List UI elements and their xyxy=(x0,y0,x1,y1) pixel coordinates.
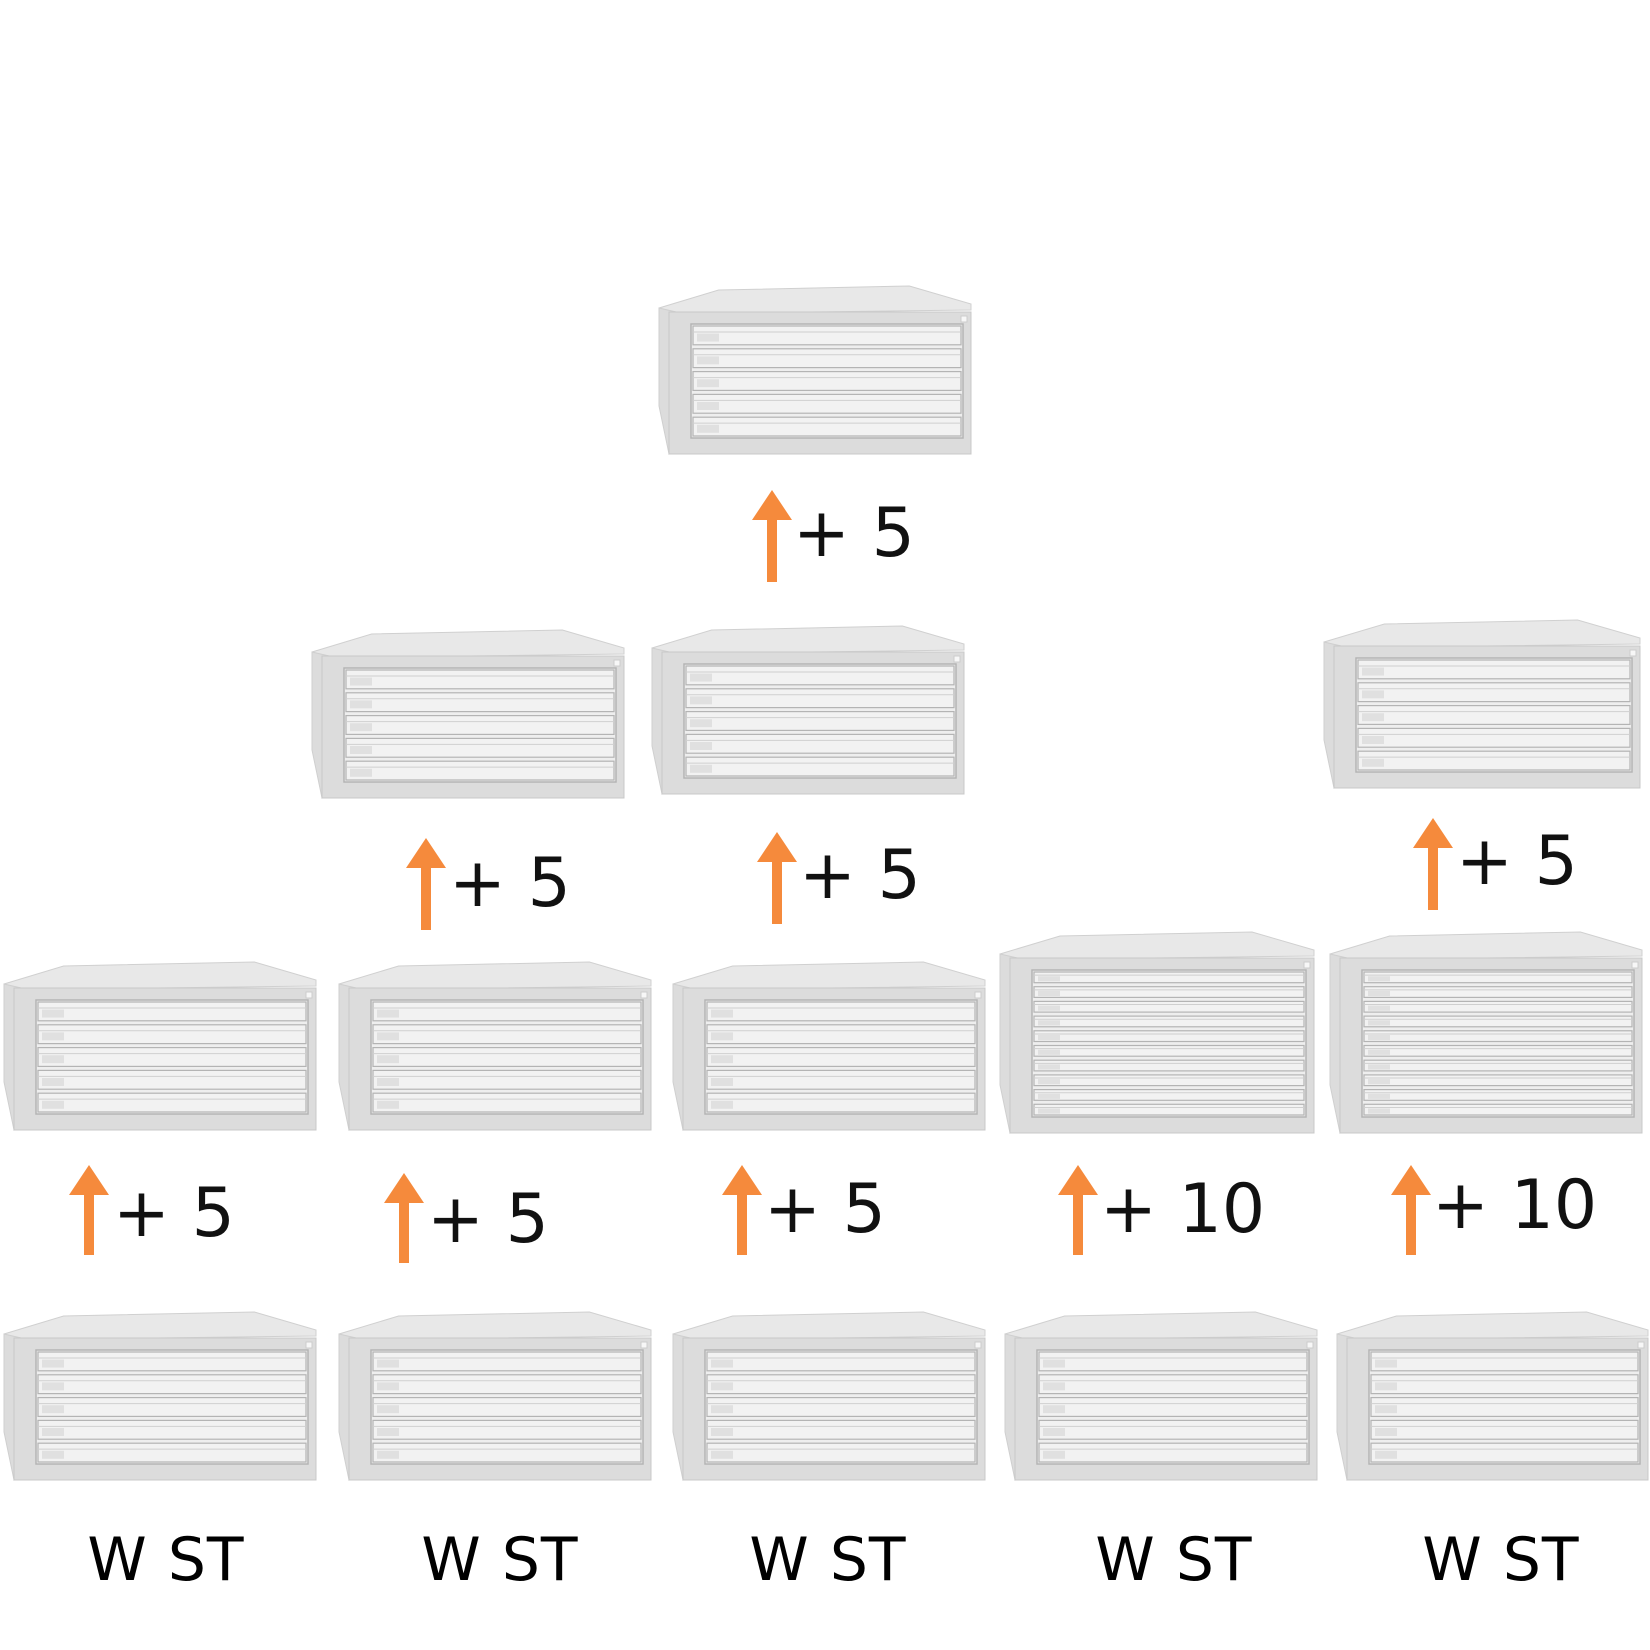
cabinet-base-5 xyxy=(1333,1310,1650,1482)
cabinet-middle-4-tall xyxy=(996,930,1316,1135)
cabinet-upper-3 xyxy=(1320,618,1642,790)
up-arrow-icon xyxy=(1411,818,1455,910)
cabinet-base-1 xyxy=(0,1310,318,1482)
cabinet-middle-2 xyxy=(335,960,653,1132)
increment-label: + 5 xyxy=(764,1170,886,1249)
cabinet-upper-1 xyxy=(308,628,626,800)
increment-label: + 5 xyxy=(113,1174,235,1253)
cabinet-base-3 xyxy=(669,1310,987,1482)
increment-label: + 5 xyxy=(427,1180,549,1259)
up-arrow-icon xyxy=(1389,1165,1433,1255)
cabinet-base-4 xyxy=(1001,1310,1319,1482)
up-arrow-icon xyxy=(404,838,448,930)
increment-label: + 5 xyxy=(793,494,915,573)
base-label-3: W ST xyxy=(749,1525,907,1595)
base-label-1: W ST xyxy=(87,1525,245,1595)
cabinet-upper-2 xyxy=(648,624,966,796)
up-arrow-icon xyxy=(750,490,794,582)
up-arrow-icon xyxy=(1056,1165,1100,1255)
increment-label: + 10 xyxy=(1100,1170,1266,1249)
cabinet-base-2 xyxy=(335,1310,653,1482)
up-arrow-icon xyxy=(67,1165,111,1255)
cabinet-middle-1 xyxy=(0,960,318,1132)
cabinet-top xyxy=(655,284,973,456)
up-arrow-icon xyxy=(382,1173,426,1263)
increment-label: + 5 xyxy=(449,844,571,923)
cabinet-middle-3 xyxy=(669,960,987,1132)
cabinet-middle-5-tall xyxy=(1326,930,1644,1135)
base-label-4: W ST xyxy=(1095,1525,1253,1595)
up-arrow-icon xyxy=(720,1165,764,1255)
increment-label: + 5 xyxy=(1456,822,1578,901)
increment-label: + 5 xyxy=(799,836,921,915)
up-arrow-icon xyxy=(755,832,799,924)
increment-label: + 10 xyxy=(1432,1166,1598,1245)
base-label-2: W ST xyxy=(421,1525,579,1595)
base-label-5: W ST xyxy=(1422,1525,1580,1595)
